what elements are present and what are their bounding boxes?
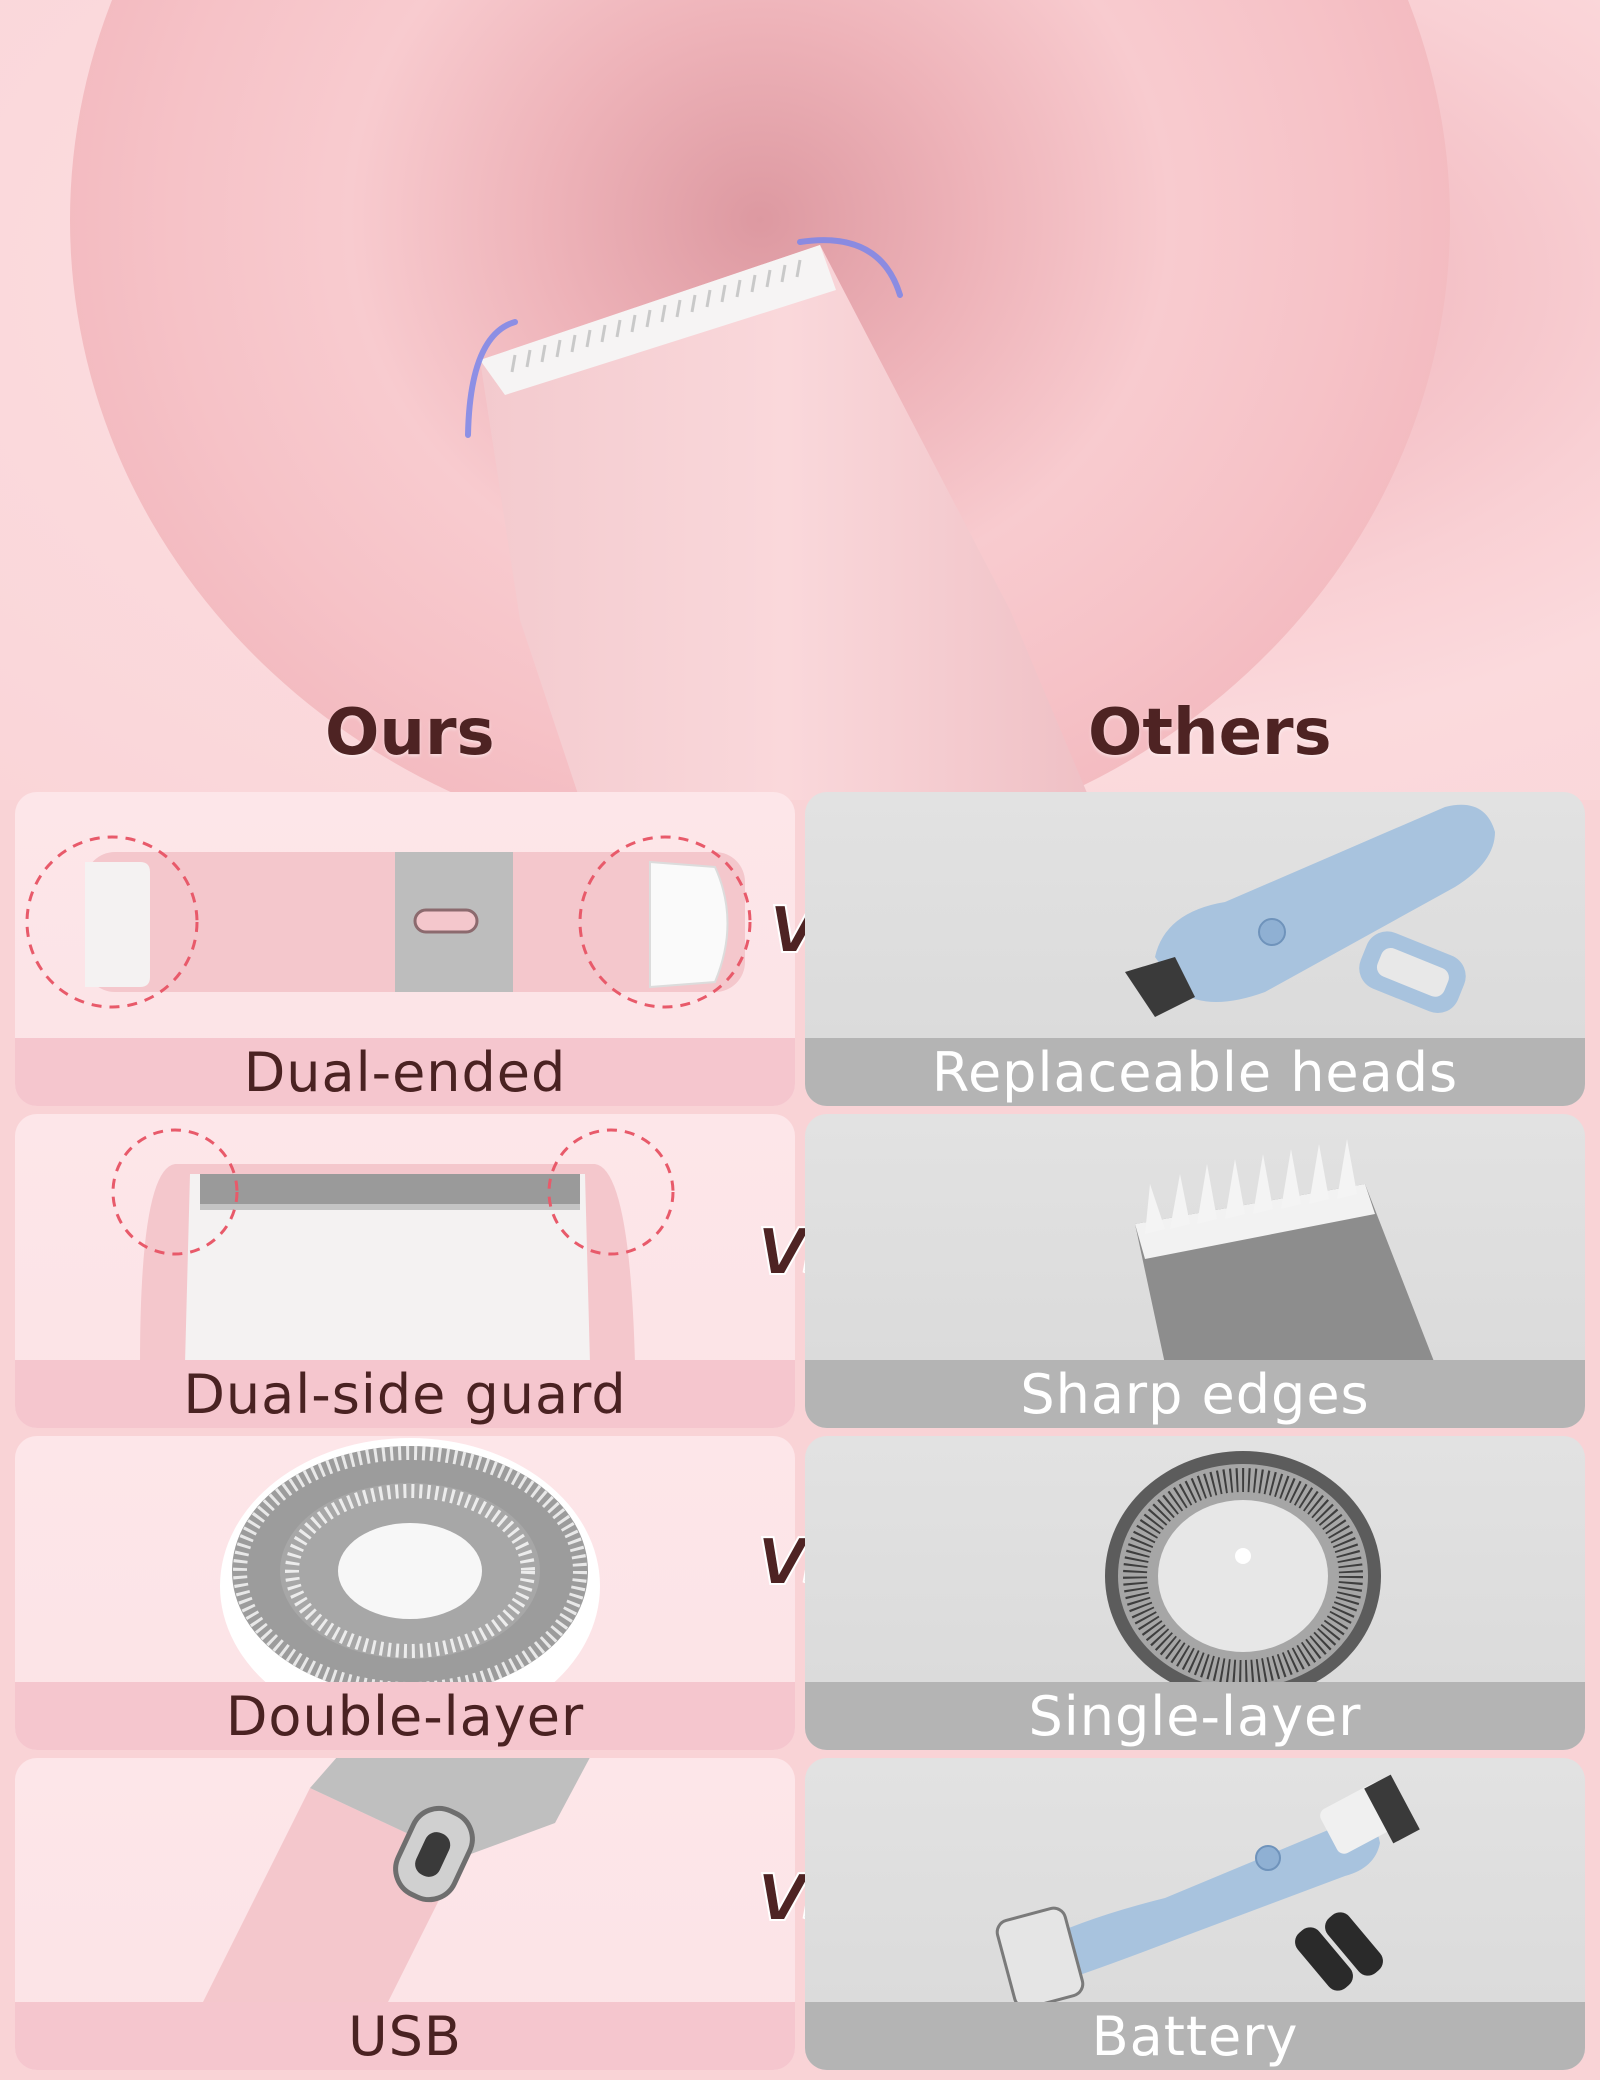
caption-single-layer: Single-layer xyxy=(805,1682,1585,1750)
caption-replaceable-heads: Replaceable heads xyxy=(805,1038,1585,1106)
comparison-card-others-2: Sharp edges xyxy=(805,1114,1585,1428)
caption-dual-side-guard: Dual-side guard xyxy=(15,1360,795,1428)
comparison-card-others-3: Single-layer xyxy=(805,1436,1585,1750)
comparison-card-others-4: Battery xyxy=(805,1758,1585,2070)
column-heading-ours: Ours xyxy=(325,696,495,770)
column-heading-others: Others xyxy=(1088,696,1332,770)
caption-double-layer: Double-layer xyxy=(15,1682,795,1750)
usb-charging-trimmer-image xyxy=(200,1758,590,2058)
hero-banner xyxy=(0,0,1600,800)
dual-ended-trimmer-image xyxy=(25,835,752,1009)
caption-sharp-edges: Sharp edges xyxy=(805,1360,1585,1428)
comparison-card-ours-2: Dual-side guard xyxy=(15,1114,795,1428)
caption-usb: USB xyxy=(15,2002,795,2070)
battery-powered-razor-image xyxy=(995,1774,1420,2010)
hero-trimmer-illustration xyxy=(465,237,1090,800)
caption-battery: Battery xyxy=(805,2002,1585,2070)
replaceable-heads-trimmer-image xyxy=(1125,804,1495,1017)
comparison-card-ours-4: USB xyxy=(15,1758,795,2070)
caption-dual-ended: Dual-ended xyxy=(15,1038,795,1106)
comparison-card-ours-3: Double-layer xyxy=(15,1436,795,1750)
comparison-card-others-1: Replaceable heads xyxy=(805,792,1585,1106)
comparison-card-ours-1: Dual-ended xyxy=(15,792,795,1106)
single-layer-shaver-head-image xyxy=(1105,1451,1381,1701)
dual-side-guard-trimmer-image xyxy=(111,1128,675,1364)
sharp-edges-trimmer-image xyxy=(1135,1139,1435,1364)
double-layer-shaver-head-image xyxy=(220,1438,600,1734)
